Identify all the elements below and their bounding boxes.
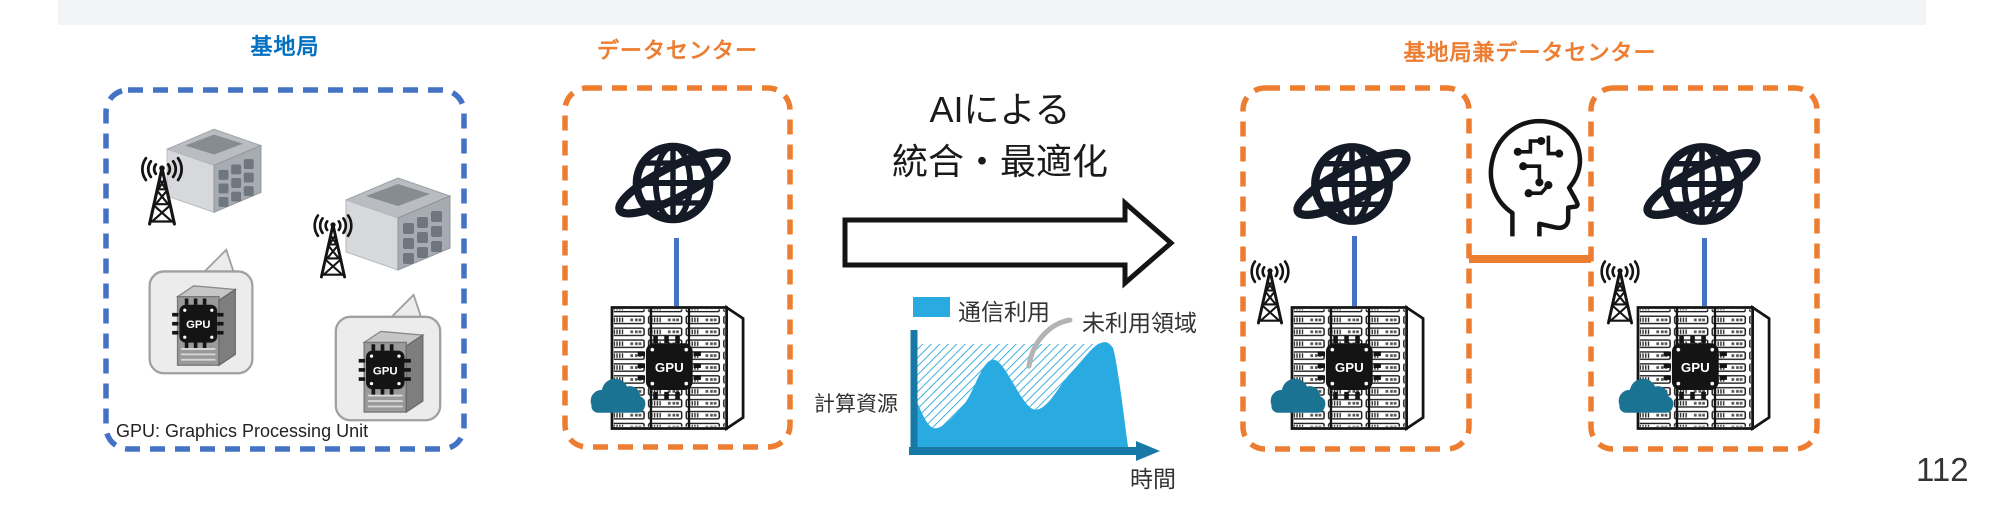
gpu-footnote: GPU: Graphics Processing Unit [116, 421, 369, 441]
right-block-arrow-icon [842, 197, 1175, 289]
globe-icon [1284, 126, 1420, 242]
combined-box-right [1588, 85, 1820, 452]
globe-icon [1634, 126, 1770, 242]
combined-title: 基地局兼データセンター [1403, 40, 1657, 65]
transformation-text: AIによる 統合・最適化 [850, 84, 1150, 188]
legend-label: 通信利用 [958, 299, 1050, 325]
top-strip [58, 0, 1926, 25]
cloud-icon [584, 374, 652, 416]
annotation-pointer [1026, 317, 1073, 369]
combined-box-left [1240, 85, 1472, 452]
chart-xlabel: 時間 [1130, 466, 1176, 492]
x-axis-arrowhead [1136, 441, 1160, 461]
gpu-callout-icon [330, 293, 446, 423]
transformation-line2: 統合・最適化 [891, 141, 1108, 183]
transformation-line1: AIによる [929, 89, 1071, 130]
cloud-icon [1612, 374, 1680, 416]
legend-swatch [913, 297, 950, 317]
usage-area [915, 342, 1128, 448]
base-station-title: 基地局 [250, 34, 320, 59]
antenna-icon [304, 206, 362, 290]
globe-rack-connector [1702, 238, 1707, 306]
globe-icon [606, 124, 740, 242]
unused-region-label: 未利用領域 [1082, 310, 1197, 336]
antenna-icon [131, 148, 193, 238]
page-number: 112 [1916, 451, 1969, 488]
base-station-box [103, 87, 467, 452]
globe-rack-connector [674, 238, 679, 306]
globe-rack-connector [1352, 236, 1357, 306]
inter-site-link [1469, 255, 1591, 263]
data-center-title: データセンター [596, 38, 758, 63]
ai-brain-head-icon [1481, 114, 1587, 240]
cloud-icon [1264, 374, 1332, 416]
data-center-box [562, 85, 793, 450]
chart-ylabel: 計算資源 [814, 393, 898, 416]
usage-chart [909, 317, 1160, 461]
gpu-callout-icon [142, 248, 260, 376]
